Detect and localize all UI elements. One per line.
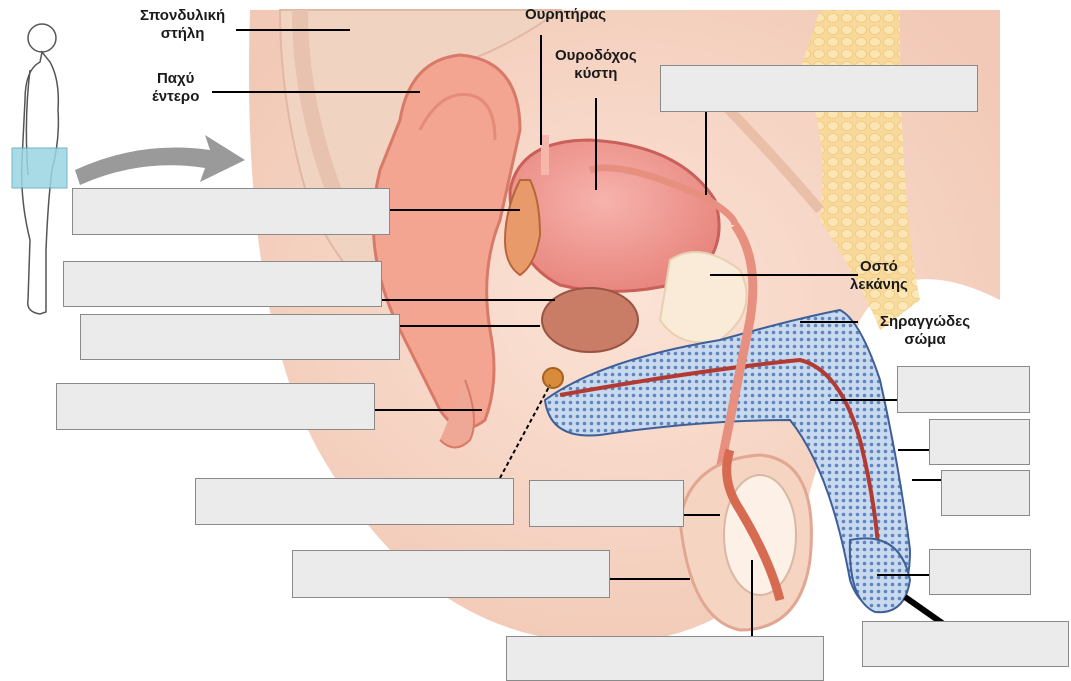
- answer-box-6[interactable]: [195, 478, 514, 525]
- label-corpus-line1: Σηραγγώδες: [880, 313, 970, 331]
- grey-arrow: [75, 135, 245, 185]
- bulbourethral-gland: [543, 368, 563, 388]
- answer-box-7[interactable]: [529, 480, 684, 527]
- label-corpus: Σηραγγώδες σώμα: [880, 313, 970, 349]
- label-colon: Παχύ έντερο: [152, 70, 199, 106]
- label-colon-line2: έντερο: [152, 88, 199, 106]
- answer-box-2[interactable]: [72, 188, 390, 235]
- answer-box-3[interactable]: [63, 261, 382, 307]
- label-spine-line2: στήλη: [140, 25, 225, 43]
- label-pubic-line2: λεκάνης: [850, 276, 908, 294]
- label-spine: Σπονδυλική στήλη: [140, 7, 225, 43]
- label-pubic-bone: Οστό λεκάνης: [850, 258, 908, 294]
- answer-box-1[interactable]: [660, 65, 978, 112]
- label-corpus-line2: σώμα: [880, 331, 970, 349]
- answer-box-14[interactable]: [862, 621, 1069, 667]
- silhouette-head: [28, 24, 56, 52]
- answer-box-13[interactable]: [929, 549, 1031, 595]
- label-bladder-line1: Ουροδόχος: [555, 47, 637, 65]
- label-pubic-line1: Οστό: [850, 258, 908, 276]
- label-ureter: Ουρητήρας: [525, 6, 606, 24]
- answer-box-12[interactable]: [941, 470, 1030, 516]
- label-bladder-line2: κύστη: [555, 65, 637, 83]
- label-colon-line1: Παχύ: [152, 70, 199, 88]
- answer-box-11[interactable]: [929, 419, 1030, 465]
- label-spine-line1: Σπονδυλική: [140, 7, 225, 25]
- answer-box-5[interactable]: [56, 383, 375, 430]
- highlight-region: [12, 148, 67, 188]
- answer-box-8[interactable]: [292, 550, 610, 598]
- pubic-bone: [660, 252, 747, 343]
- answer-box-4[interactable]: [80, 314, 400, 360]
- prostate: [542, 288, 638, 352]
- label-bladder: Ουροδόχος κύστη: [555, 47, 637, 83]
- answer-box-10[interactable]: [897, 366, 1030, 413]
- answer-box-9[interactable]: [506, 636, 824, 681]
- label-ureter-line1: Ουρητήρας: [525, 6, 606, 24]
